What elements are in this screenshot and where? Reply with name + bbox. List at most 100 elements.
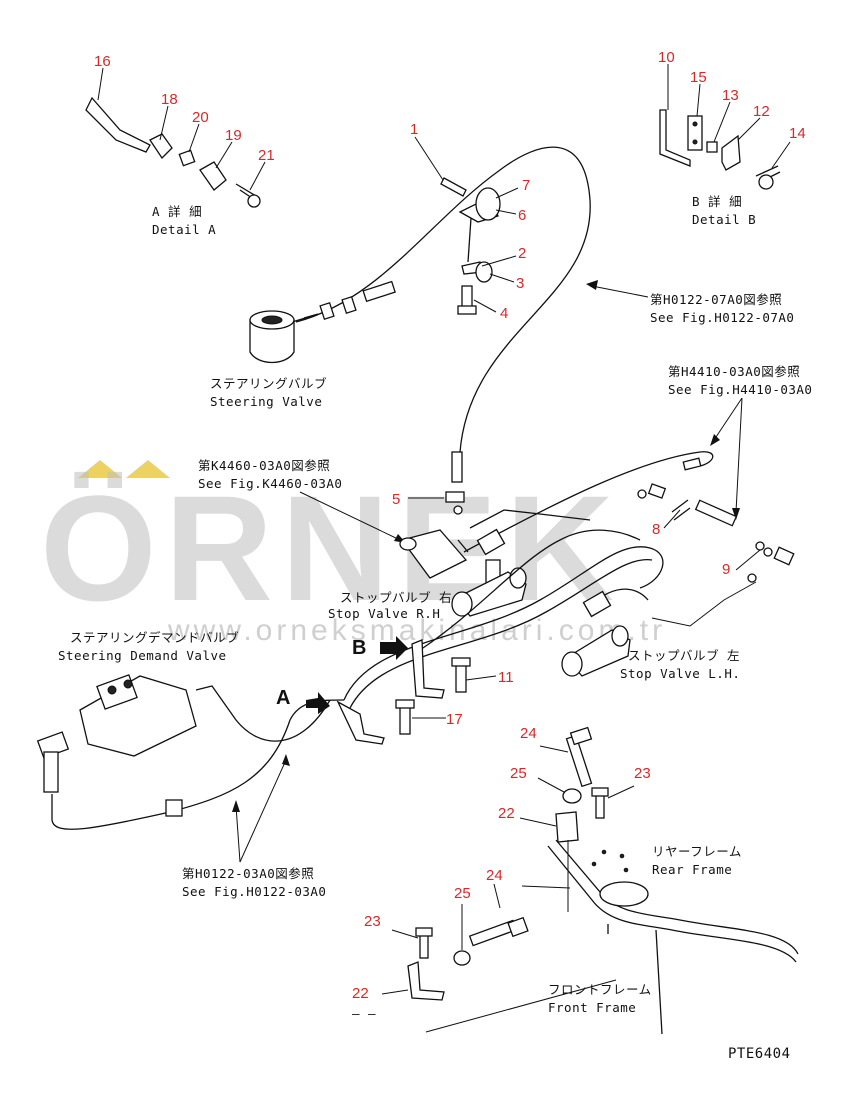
leader-h0122-03-a bbox=[239, 759, 287, 863]
oring-8a bbox=[637, 489, 647, 499]
elbow-stop-r bbox=[476, 528, 506, 556]
part-12: 12 bbox=[753, 103, 770, 120]
bolt-17 bbox=[399, 705, 411, 735]
front-frame-jp: フロントフレーム bbox=[548, 982, 652, 997]
part-22b: 22 bbox=[352, 985, 369, 1002]
nut-25b bbox=[453, 950, 471, 966]
detail-b-group: 10 15 13 12 14 B 詳 細 Detail B bbox=[658, 49, 806, 227]
part-3: 3 bbox=[516, 275, 524, 292]
ref-h0122-03-jp: 第H0122-03A0図参照 bbox=[182, 866, 314, 881]
part-25b: 25 bbox=[454, 885, 471, 902]
block-15-hole-top bbox=[692, 121, 698, 127]
detail-a-group: 16 18 20 19 21 A 詳 細 Detail A bbox=[85, 53, 275, 237]
bolt-11-head bbox=[451, 657, 471, 667]
pipe-main-c bbox=[419, 529, 641, 651]
part-25a: 25 bbox=[510, 765, 527, 782]
view-arrows-group: B A 11 17 bbox=[276, 636, 514, 745]
clamp-assembly: 1 7 6 2 3 4 bbox=[410, 121, 530, 322]
bracket-b bbox=[411, 639, 445, 699]
leader-21 bbox=[249, 161, 266, 191]
stop-valve-rh-jp: ストップバルブ 右 bbox=[340, 590, 452, 605]
part-7: 7 bbox=[522, 177, 530, 194]
view-a-label: A bbox=[276, 687, 290, 709]
front-frame-en: Front Frame bbox=[548, 1000, 636, 1015]
leader-25a bbox=[537, 777, 565, 793]
part-18: 18 bbox=[161, 91, 178, 108]
part-23b: 23 bbox=[364, 913, 381, 930]
bracket-22b bbox=[407, 961, 445, 1001]
stop-valve-r-knob bbox=[509, 567, 527, 589]
ref-k4460-jp: 第K4460-03A0図参照 bbox=[198, 458, 330, 473]
part-15: 15 bbox=[690, 69, 707, 86]
detail-b-jp: B 詳 細 bbox=[692, 194, 742, 209]
watermark: ÖRNEK www.orneksmakinalari.com.tr bbox=[40, 460, 662, 647]
leader-frame-b bbox=[425, 979, 617, 1033]
watermark-accent-left bbox=[78, 460, 122, 478]
leader-h0122-03-b bbox=[235, 805, 241, 863]
arrow-ref-h0122-07 bbox=[586, 280, 598, 290]
leader-18 bbox=[159, 105, 169, 141]
frame-dot-1 bbox=[601, 849, 607, 855]
ref-h4410-en: See Fig.H4410-03A0 bbox=[668, 382, 812, 397]
bracket-22a bbox=[555, 811, 579, 843]
leader-22a bbox=[519, 817, 557, 827]
block-15-hole-bottom bbox=[692, 139, 698, 145]
demand-valve-port-b bbox=[123, 679, 133, 689]
hose-clamp bbox=[165, 799, 183, 817]
leader-16 bbox=[97, 67, 104, 101]
leader-24b bbox=[493, 883, 501, 909]
bolt-23a-head bbox=[591, 787, 609, 797]
part-4: 4 bbox=[500, 305, 508, 322]
spacer-20 bbox=[178, 149, 196, 167]
frame-group: 24 25 23 22 リヤーフレーム Rear Frame フロントフレーム … bbox=[352, 725, 799, 1035]
leader-h4410-b bbox=[735, 397, 743, 513]
part-14: 14 bbox=[789, 125, 806, 142]
spacer-13 bbox=[706, 141, 718, 153]
steering-valve-en: Steering Valve bbox=[210, 394, 322, 409]
nut-steering-a bbox=[319, 301, 335, 321]
part-16: 16 bbox=[94, 53, 111, 70]
right-fittings-group: 第H4410-03A0図参照 See Fig.H4410-03A0 8 9 bbox=[463, 364, 812, 583]
part-9: 9 bbox=[722, 561, 730, 578]
demand-valve-port-a bbox=[107, 685, 117, 695]
leader-24a bbox=[539, 745, 569, 753]
steering-valve-jp: ステアリングバルブ bbox=[210, 376, 327, 391]
bracket-16 bbox=[85, 96, 151, 153]
leader-11 bbox=[465, 675, 497, 681]
elbow-stop-l bbox=[582, 590, 612, 618]
sleeve-8 bbox=[694, 499, 738, 527]
rear-frame-en: Rear Frame bbox=[652, 862, 732, 877]
oring-9c bbox=[747, 573, 757, 583]
stop-valve-l-knob bbox=[611, 625, 629, 647]
steering-valve-body bbox=[249, 319, 295, 364]
hose-end-upper bbox=[451, 451, 463, 483]
steering-demand-group: ステアリングデマンドバルブ Steering Demand Valve 第H01… bbox=[36, 630, 345, 899]
fitting-upper-right bbox=[682, 457, 702, 471]
stop-valve-l-cap bbox=[561, 651, 583, 677]
detail-a-en: Detail A bbox=[152, 222, 216, 237]
plate-1 bbox=[440, 177, 467, 197]
hose-demand-return bbox=[51, 699, 345, 830]
ref-h0122-07-jp: 第H0122-07A0図参照 bbox=[650, 292, 782, 307]
part-2: 2 bbox=[518, 245, 526, 262]
leader-1 bbox=[414, 136, 444, 181]
bolt-23a bbox=[595, 793, 605, 819]
part-8: 8 bbox=[652, 521, 660, 538]
leader-7 bbox=[495, 187, 519, 199]
bolt-24b-head bbox=[507, 916, 529, 938]
rear-frame-hole bbox=[599, 881, 649, 907]
leader-h4410-a bbox=[713, 397, 743, 441]
bolt-11 bbox=[455, 663, 467, 693]
bolt-17-head bbox=[395, 699, 415, 709]
stop-valve-port bbox=[399, 537, 417, 551]
stop-valve-rh-en: Stop Valve R.H bbox=[328, 606, 440, 621]
detail-b-en: Detail B bbox=[692, 212, 756, 227]
clamp-stem bbox=[467, 217, 472, 263]
part-23a: 23 bbox=[634, 765, 651, 782]
bracket-10 bbox=[659, 109, 691, 167]
leader-9 bbox=[735, 549, 761, 571]
stop-valve-r-cap bbox=[451, 591, 473, 617]
steering-demand-jp: ステアリングデマンドバルブ bbox=[70, 630, 239, 645]
